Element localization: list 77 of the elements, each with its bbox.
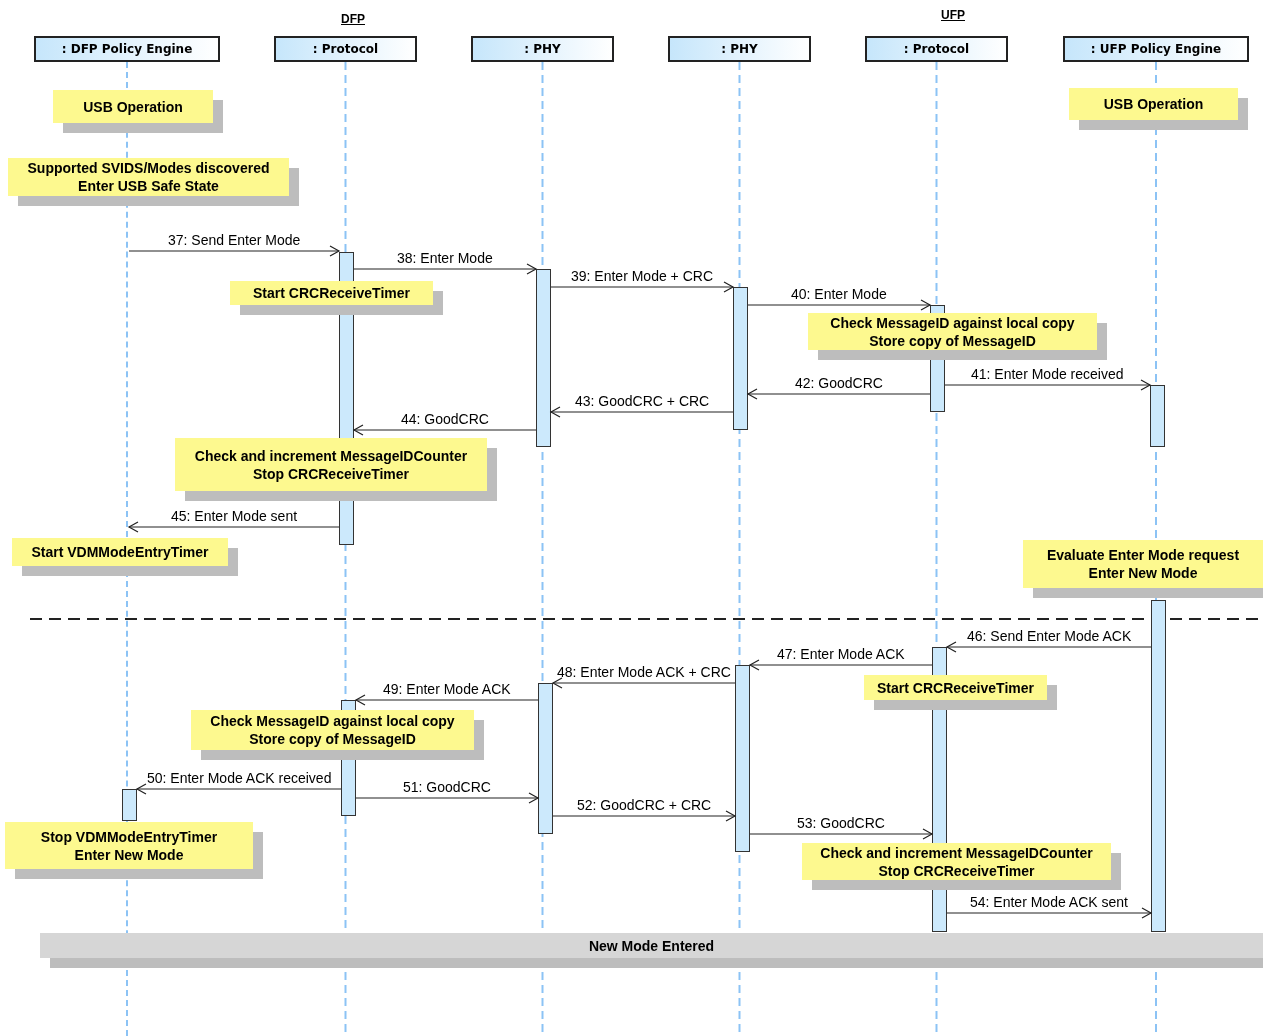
participant-name: : Protocol xyxy=(312,42,379,56)
message-arrow xyxy=(946,641,1152,653)
note-text: Check and increment MessageIDCounter xyxy=(820,843,1093,862)
note-text: Start CRCReceiveTimer xyxy=(877,678,1034,697)
message-arrow xyxy=(749,828,933,840)
note-text: Stop CRCReceiveTimer xyxy=(252,464,410,483)
activation-bar xyxy=(1150,385,1165,447)
participant-name: : PHY xyxy=(721,42,758,56)
note-text: Check MessageID against local copy xyxy=(210,712,455,730)
edge-label: 38: Enter Mode xyxy=(397,250,493,266)
message-arrow xyxy=(355,792,539,804)
message-arrow xyxy=(944,379,1151,391)
participant-box xyxy=(865,36,1008,62)
note-text: USB Operation xyxy=(1103,95,1204,113)
note-text: Stop CRCReceiveTimer xyxy=(878,861,1035,880)
participant-box xyxy=(34,36,220,62)
participant-name: : DFP Policy Engine xyxy=(61,42,193,56)
message-arrow xyxy=(552,677,736,689)
phase-label: New Mode Entered xyxy=(588,937,715,954)
note-text: Enter New Mode xyxy=(1088,564,1198,582)
edge-label: 50: Enter Mode ACK received xyxy=(147,770,332,786)
message-arrow xyxy=(552,810,736,822)
edge-label: 46: Send Enter Mode ACK xyxy=(967,628,1132,644)
activation-bar xyxy=(733,287,748,430)
edge-label: 48: Enter Mode ACK + CRC xyxy=(557,664,731,680)
message-arrow xyxy=(946,907,1152,919)
edge-label: 37: Send Enter Mode xyxy=(168,232,301,248)
note-text: Start VDMModeEntryTimer xyxy=(31,543,209,561)
group-label: UFP xyxy=(941,8,965,22)
participant-box xyxy=(471,36,614,62)
message-arrow xyxy=(747,388,931,400)
edge-label: 54: Enter Mode ACK sent xyxy=(970,894,1128,910)
activation-bar xyxy=(735,665,750,852)
edge-label: 51: GoodCRC xyxy=(403,779,491,795)
message-arrow xyxy=(550,281,734,293)
message-arrow xyxy=(128,521,340,533)
note-text: Enter New Mode xyxy=(74,845,184,864)
edge-label: 44: GoodCRC xyxy=(401,411,489,427)
group-label: DFP xyxy=(341,12,365,26)
edge-label: 49: Enter Mode ACK xyxy=(383,681,511,697)
participant-box xyxy=(274,36,417,62)
note-text: Start CRCReceiveTimer xyxy=(253,284,410,302)
note-text: Store copy of MessageID xyxy=(249,730,416,748)
participant-name: : PHY xyxy=(524,42,561,56)
edge-label: 42: GoodCRC xyxy=(795,375,883,391)
message-arrow xyxy=(136,783,342,795)
activation-bar xyxy=(122,789,137,821)
edge-label: 52: GoodCRC + CRC xyxy=(577,797,712,813)
message-arrow xyxy=(128,245,340,257)
note-text: Store copy of MessageID xyxy=(869,331,1036,350)
message-arrow xyxy=(749,659,933,671)
message-arrow xyxy=(353,263,537,275)
message-arrow xyxy=(353,424,537,436)
participant-box xyxy=(668,36,811,62)
edge-label: 47: Enter Mode ACK xyxy=(777,646,905,662)
edge-label: 53: GoodCRC xyxy=(797,815,885,831)
edge-label: 41: Enter Mode received xyxy=(971,366,1124,382)
activation-bar xyxy=(1151,600,1166,932)
note-text: Stop VDMModeEntryTimer xyxy=(40,827,218,846)
note-text: Enter USB Safe State xyxy=(78,177,219,195)
note-text: Evaluate Enter Mode request xyxy=(1046,546,1240,564)
edge-label: 40: Enter Mode xyxy=(791,286,887,302)
note-text: USB Operation xyxy=(83,97,183,116)
message-arrow xyxy=(355,694,539,706)
note-text: Check and increment MessageIDCounter xyxy=(194,446,468,465)
activation-bar xyxy=(536,269,551,447)
message-arrow xyxy=(747,299,931,311)
message-arrow xyxy=(550,406,734,418)
edge-label: 39: Enter Mode + CRC xyxy=(571,268,713,284)
participant-box xyxy=(1063,36,1249,62)
participant-name: : Protocol xyxy=(903,42,970,56)
note-text: Check MessageID against local copy xyxy=(830,313,1075,332)
edge-label: 45: Enter Mode sent xyxy=(171,508,298,524)
edge-label: 43: GoodCRC + CRC xyxy=(575,393,710,409)
participant-name: : UFP Policy Engine xyxy=(1090,42,1222,56)
note-text: Supported SVIDS/Modes discovered xyxy=(27,159,270,177)
activation-bar xyxy=(538,683,553,834)
